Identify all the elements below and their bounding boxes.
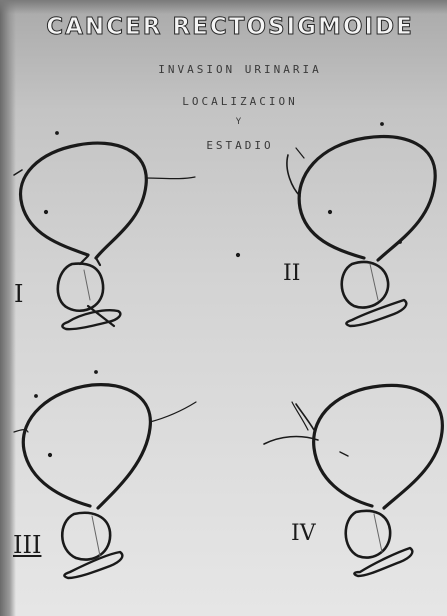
bladder-sketch-stage-1 (14, 132, 195, 330)
stage-label-4: IV (291, 521, 316, 546)
center-dot (236, 253, 239, 256)
bladder-sketch-stage-2 (287, 123, 435, 326)
stage-label-1: I (14, 280, 23, 308)
stage-label-3: III (13, 531, 41, 559)
stage-label-2: II (283, 261, 300, 286)
bladder-sketch-stage-4 (264, 385, 442, 576)
